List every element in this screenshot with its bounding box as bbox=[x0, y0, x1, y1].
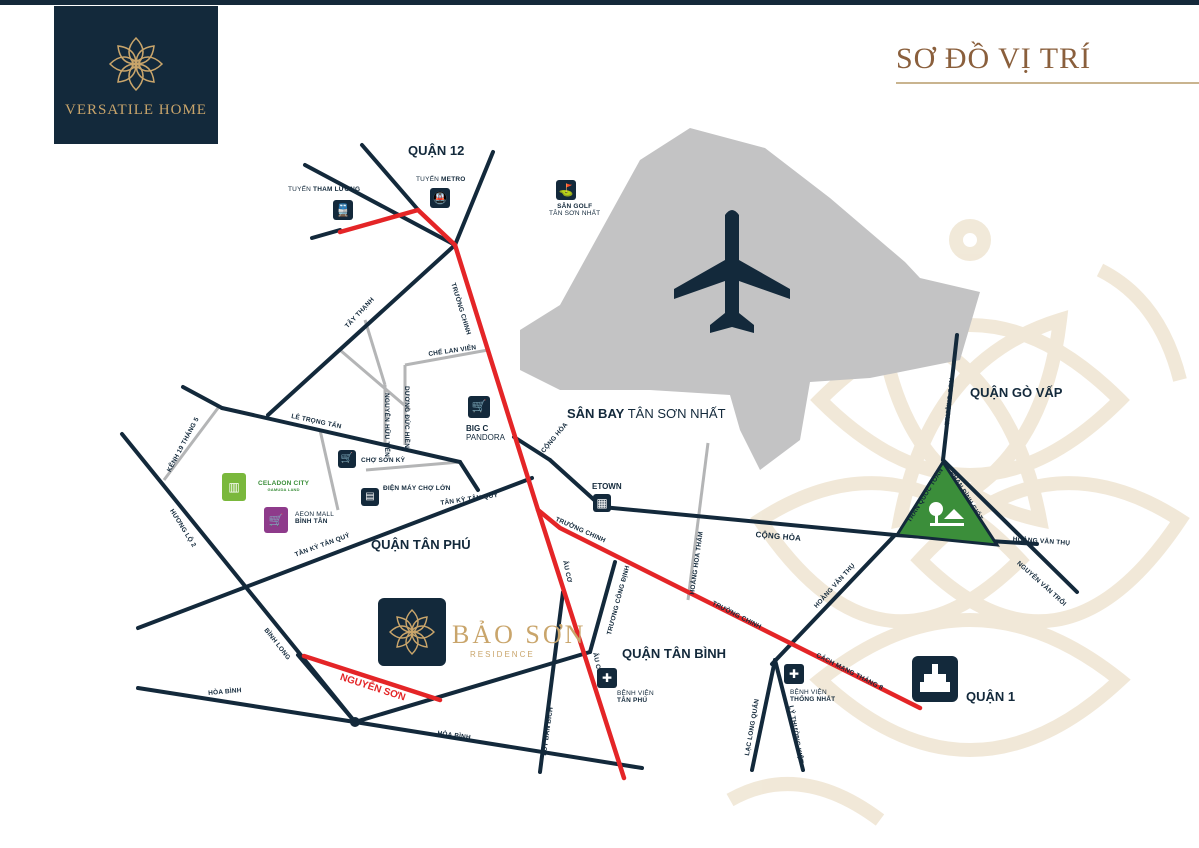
metro-train-icon: 🚇 bbox=[430, 188, 450, 208]
road-nguyen-huu-tien: NGUYỄN HỮU TIẾN bbox=[383, 393, 390, 458]
district-tanphu: QUẬN TÂN PHÚ bbox=[371, 537, 471, 552]
poi-etown: ETOWN bbox=[592, 482, 622, 491]
poi-celadon-line2: GAMUDA LAND bbox=[267, 487, 300, 492]
poi-bv-tanphu-line2: TÂN PHÚ bbox=[617, 697, 648, 704]
poi-golf: SÂN GOLF TÂN SƠN NHẤT bbox=[549, 203, 600, 217]
project-sub: RESIDENCE bbox=[470, 650, 535, 659]
poi-bv-thongnhat-line1: BỆNH VIỆN bbox=[790, 689, 827, 696]
cart-icon: 🛒 bbox=[468, 396, 490, 418]
poi-golf-line2: TÂN SƠN NHẤT bbox=[549, 210, 601, 217]
poi-bigc: BIG C PANDORA bbox=[466, 424, 505, 442]
poi-bv-tanphu: BỆNH VIỆN TÂN PHÚ bbox=[617, 690, 654, 704]
airport-label: SÂN BAY TÂN SƠN NHẤT bbox=[567, 406, 726, 421]
park-icon bbox=[929, 502, 964, 526]
brand-name: VERSATILE HOME bbox=[65, 102, 207, 118]
market-cart-icon: 🛒 bbox=[338, 450, 356, 468]
road-duong-duc-hien: DƯƠNG ĐỨC HIỀN bbox=[403, 386, 410, 449]
aeon-cart-icon: 🛒 bbox=[264, 507, 288, 533]
poi-tham-luong-pre: TUYẾN bbox=[288, 186, 314, 193]
highlighted-roads bbox=[301, 207, 923, 781]
lotus-icon bbox=[108, 36, 164, 92]
poi-metro-pre: TUYẾN bbox=[416, 176, 442, 183]
airport-label-bold: SÂN BAY bbox=[567, 406, 625, 421]
poi-aeon-line2: BÌNH TÂN bbox=[295, 518, 328, 525]
airport-label-rest: TÂN SƠN NHẤT bbox=[624, 406, 726, 421]
park-area bbox=[894, 459, 1000, 547]
page-title: SƠ ĐỒ VỊ TRÍ bbox=[896, 42, 1092, 75]
poi-tham-luong: TUYẾN THAM LƯƠNG bbox=[288, 186, 360, 193]
district-q12: QUẬN 12 bbox=[408, 143, 465, 158]
top-bar bbox=[0, 0, 1199, 5]
hospital-icon-2: ✚ bbox=[784, 664, 804, 684]
poi-metro-bold: METRO bbox=[441, 176, 466, 183]
hospital-icon: ✚ bbox=[597, 668, 617, 688]
golf-icon: ⛳ bbox=[556, 180, 576, 200]
poi-golf-line1: SÂN GOLF bbox=[557, 203, 593, 210]
project-lotus-icon bbox=[389, 609, 435, 655]
project-marker bbox=[378, 598, 446, 666]
poi-bv-thongnhat-line2: THỐNG NHẤT bbox=[790, 696, 836, 703]
train-icon: 🚆 bbox=[333, 200, 353, 220]
district-q1: QUẬN 1 bbox=[966, 689, 1016, 704]
poi-aeon: AEON MALL BÌNH TÂN bbox=[295, 511, 334, 525]
poi-bv-thongnhat: BỆNH VIỆN THỐNG NHẤT bbox=[790, 689, 835, 703]
airport-area bbox=[520, 128, 980, 470]
poi-dien-may: ĐIỆN MÁY CHỢ LỚN bbox=[383, 485, 451, 492]
junction-dot bbox=[350, 717, 360, 727]
district-tanbinh: QUẬN TÂN BÌNH bbox=[622, 646, 726, 661]
poi-celadon-line1: CELADON CITY bbox=[258, 480, 310, 487]
poi-bigc-line1: BIG C bbox=[466, 424, 489, 433]
brand-logo: VERSATILE HOME bbox=[54, 6, 218, 144]
poi-tham-luong-bold: THAM LƯƠNG bbox=[313, 186, 361, 193]
landmark-icon bbox=[912, 656, 958, 702]
poi-aeon-line1: AEON MALL bbox=[295, 511, 335, 518]
poi-celadon: CELADON CITY GAMUDA LAND bbox=[258, 480, 309, 492]
poi-metro: TUYẾN METRO bbox=[416, 176, 466, 183]
district-govap: QUẬN GÒ VẤP bbox=[970, 385, 1063, 400]
celadon-building-icon: ▥ bbox=[222, 473, 246, 501]
poi-cho-son-ky: CHỢ SƠN KỲ bbox=[361, 457, 406, 464]
building-icon: ▦ bbox=[593, 494, 611, 512]
project-name: BẢO SƠN bbox=[452, 620, 587, 649]
plane-icon bbox=[674, 210, 790, 333]
electronics-store-icon: ▤ bbox=[361, 488, 379, 506]
poi-bv-tanphu-line1: BỆNH VIỆN bbox=[617, 690, 654, 697]
poi-bigc-line2: PANDORA bbox=[466, 433, 505, 442]
minor-roads bbox=[162, 319, 710, 601]
title-underline bbox=[896, 82, 1199, 84]
